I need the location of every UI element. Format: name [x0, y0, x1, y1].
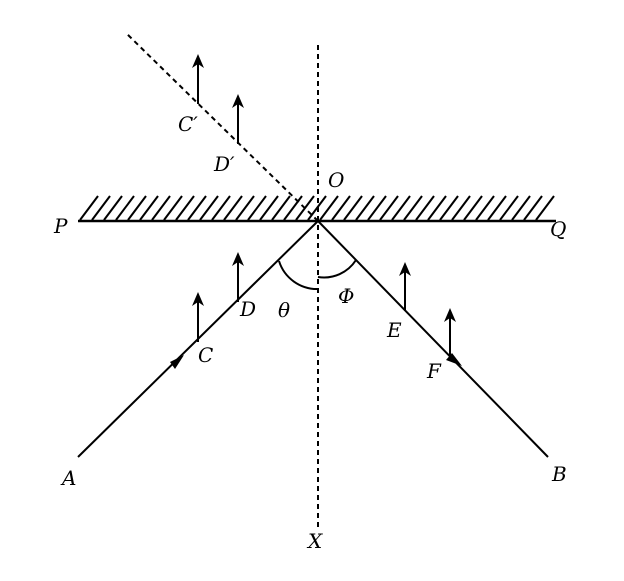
label-c: C [198, 343, 213, 367]
label-d: D [239, 297, 256, 321]
incident-direction-arrow [170, 355, 184, 369]
label-e: E [386, 318, 402, 342]
label-p: P [53, 214, 68, 238]
label-q: Q [550, 217, 566, 241]
label-c-prime: C′ [178, 112, 198, 136]
incident-ray-extension [125, 32, 319, 222]
angle-arc-phi [317, 259, 357, 279]
label-f: F [426, 359, 442, 383]
polarization-arrows [192, 54, 456, 358]
label-b: B [551, 462, 567, 486]
reflected-ray-ob [317, 220, 549, 458]
label-o: O [328, 168, 344, 192]
angle-arc-theta [278, 260, 319, 291]
label-phi: Φ [338, 284, 354, 308]
mirror-hatching [79, 195, 555, 221]
label-a: A [60, 466, 76, 490]
label-theta: θ [278, 298, 290, 322]
label-d-prime: D′ [213, 152, 235, 176]
label-x: X [306, 529, 323, 553]
